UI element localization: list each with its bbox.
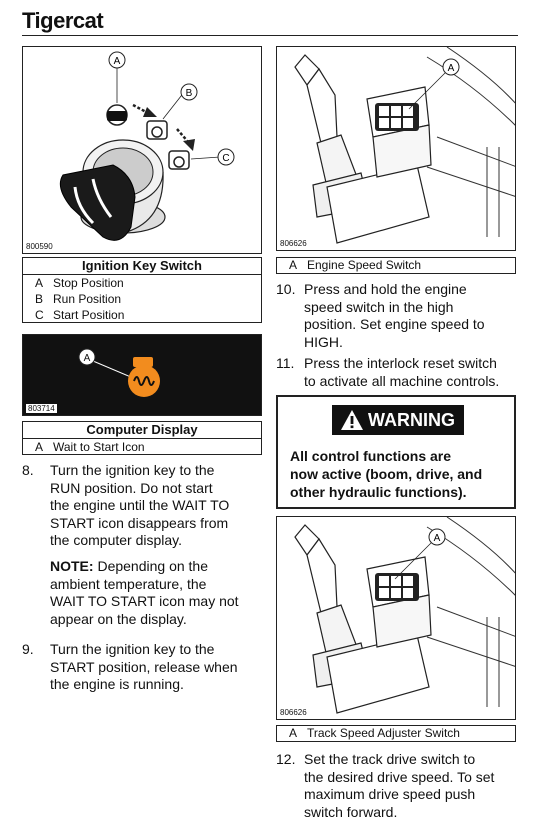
joystick-console-illustration: A <box>294 517 515 714</box>
wait-to-start-illustration: A <box>78 348 160 397</box>
callout-c: C <box>222 153 229 164</box>
figure-number: 803714 <box>26 404 57 413</box>
brand-logo: Tigercat <box>22 8 104 33</box>
step-8: 8. Turn the ignition key to the RUN posi… <box>22 462 230 548</box>
callout-b: B <box>186 88 193 99</box>
track-speed-figure: A 806626 <box>276 516 516 720</box>
run-icon <box>146 120 168 140</box>
callout-a: A <box>434 533 441 544</box>
warning-triangle-icon <box>341 410 363 430</box>
engine-speed-figure: A 806626 <box>276 46 516 251</box>
figure-number: 800590 <box>26 242 53 251</box>
step-9: 9. Turn the ignition key to the START po… <box>22 641 238 692</box>
ignition-switch-illustration: A B C <box>59 51 235 241</box>
callout-a: A <box>114 56 121 67</box>
warning-badge: WARNING <box>332 405 464 435</box>
step-10: 10. Press and hold the engine speed swit… <box>276 281 485 350</box>
figure-number: 806626 <box>280 708 307 717</box>
note-ambient-temperature: NOTE: Depending on the ambient temperatu… <box>50 558 239 627</box>
switch-pad <box>375 573 419 601</box>
header-rule <box>22 35 518 36</box>
step-11: 11. Press the interlock reset switch to … <box>276 355 500 389</box>
switch-pad <box>375 103 419 131</box>
start-icon <box>168 150 190 170</box>
caption-title: Ignition Key Switch <box>23 258 261 275</box>
ignition-switch-figure: A B C 800590 <box>22 46 262 254</box>
warning-text: All control functions are now active (bo… <box>290 448 483 500</box>
caption-title: Computer Display <box>23 422 261 439</box>
callout-a: A <box>448 63 455 74</box>
warning-box: WARNING All control functions are now ac… <box>276 395 516 509</box>
figure-number: 806626 <box>280 239 307 248</box>
joystick-console-illustration: A <box>294 47 515 244</box>
stop-icon <box>106 104 128 126</box>
step-12: 12. Set the track drive switch to the de… <box>276 751 495 820</box>
callout-a: A <box>84 353 91 364</box>
computer-display-figure: A 803714 <box>22 334 262 416</box>
wait-to-start-icon <box>128 357 160 397</box>
